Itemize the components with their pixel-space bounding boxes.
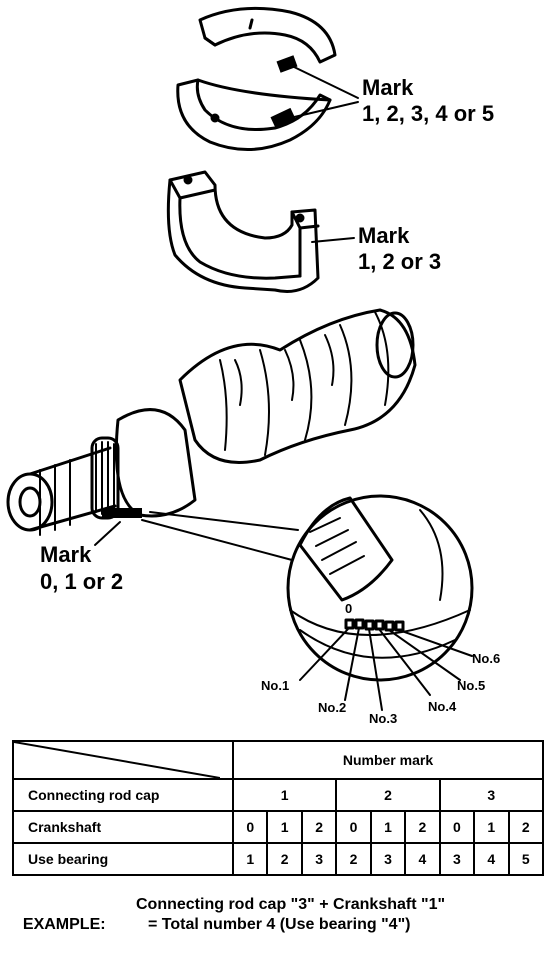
rod-cap-value: 3 — [438, 778, 545, 812]
use-bearing-value: 5 — [507, 842, 544, 876]
use-bearing-value: 2 — [266, 842, 303, 876]
bearing-mark-title: Mark — [362, 75, 414, 100]
example-line-2: = Total number 4 (Use bearing "4") — [148, 916, 411, 933]
rod-cap-value: 2 — [335, 778, 441, 812]
use-bearing-value: 3 — [369, 842, 407, 876]
rod-cap-value: 1 — [231, 778, 338, 812]
crankshaft-value: 0 — [231, 810, 269, 844]
table-row: Connecting rod cap 1 2 3 — [12, 778, 545, 812]
table-corner-cell — [12, 740, 234, 780]
row-label-crankshaft: Crankshaft — [12, 810, 234, 844]
row-label-use-bearing: Use bearing — [12, 842, 234, 876]
detail-circle-drawing — [286, 494, 474, 711]
use-bearing-value: 3 — [438, 842, 476, 876]
bearing-shell-drawing — [176, 6, 359, 151]
table-header-row: Number mark — [12, 740, 544, 780]
journal-no1-label: No.1 — [261, 678, 290, 693]
use-bearing-value: 4 — [404, 842, 441, 876]
crankshaft-value: 1 — [369, 810, 407, 844]
crankshaft-value: 1 — [473, 810, 510, 844]
journal-no4-label: No.4 — [428, 699, 457, 714]
row-label-rod-cap: Connecting rod cap — [12, 778, 234, 812]
crankshaft-value: 2 — [404, 810, 441, 844]
example-label: EXAMPLE: — [22, 916, 106, 933]
crankshaft-value: 0 — [438, 810, 476, 844]
illustration — [6, 6, 474, 711]
use-bearing-value: 4 — [473, 842, 510, 876]
diagonal-divider — [14, 742, 220, 778]
use-bearing-value: 2 — [335, 842, 372, 876]
example-note: EXAMPLE: Connecting rod cap "3" + Cranks… — [14, 895, 445, 975]
use-bearing-value: 3 — [300, 842, 338, 876]
rod-cap-mark-title: Mark — [358, 223, 410, 248]
rod-cap-drawing — [166, 170, 355, 293]
crankshaft-value: 0 — [335, 810, 372, 844]
number-mark-header: Number mark — [232, 740, 544, 780]
table-row: Crankshaft 0 1 2 0 1 2 0 1 2 — [12, 810, 544, 844]
crankshaft-value: 2 — [300, 810, 338, 844]
example-line-1: Connecting rod cap "3" + Crankshaft "1" — [136, 896, 446, 913]
zero-mark-label: 0 — [345, 601, 353, 616]
crankshaft-value: 1 — [266, 810, 303, 844]
rod-cap-mark-values: 1, 2 or 3 — [358, 249, 442, 274]
use-bearing-value: 1 — [231, 842, 269, 876]
crankshaft-drawing — [6, 308, 417, 561]
journal-no2-label: No.2 — [318, 700, 347, 715]
table-row: Use bearing 1 2 3 2 3 4 3 4 5 — [12, 842, 544, 876]
bearing-selection-table: Number mark Connecting rod cap 1 2 3 Cra… — [12, 740, 545, 876]
journal-no5-label: No.5 — [457, 678, 486, 693]
journal-no6-label: No.6 — [472, 651, 501, 666]
bearing-mark-values: 1, 2, 3, 4 or 5 — [362, 101, 495, 126]
crankshaft-mark-title: Mark — [40, 542, 92, 567]
crankshaft-mark-values: 0, 1 or 2 — [40, 569, 124, 594]
journal-no3-label: No.3 — [369, 711, 398, 726]
crankshaft-value: 2 — [507, 810, 544, 844]
